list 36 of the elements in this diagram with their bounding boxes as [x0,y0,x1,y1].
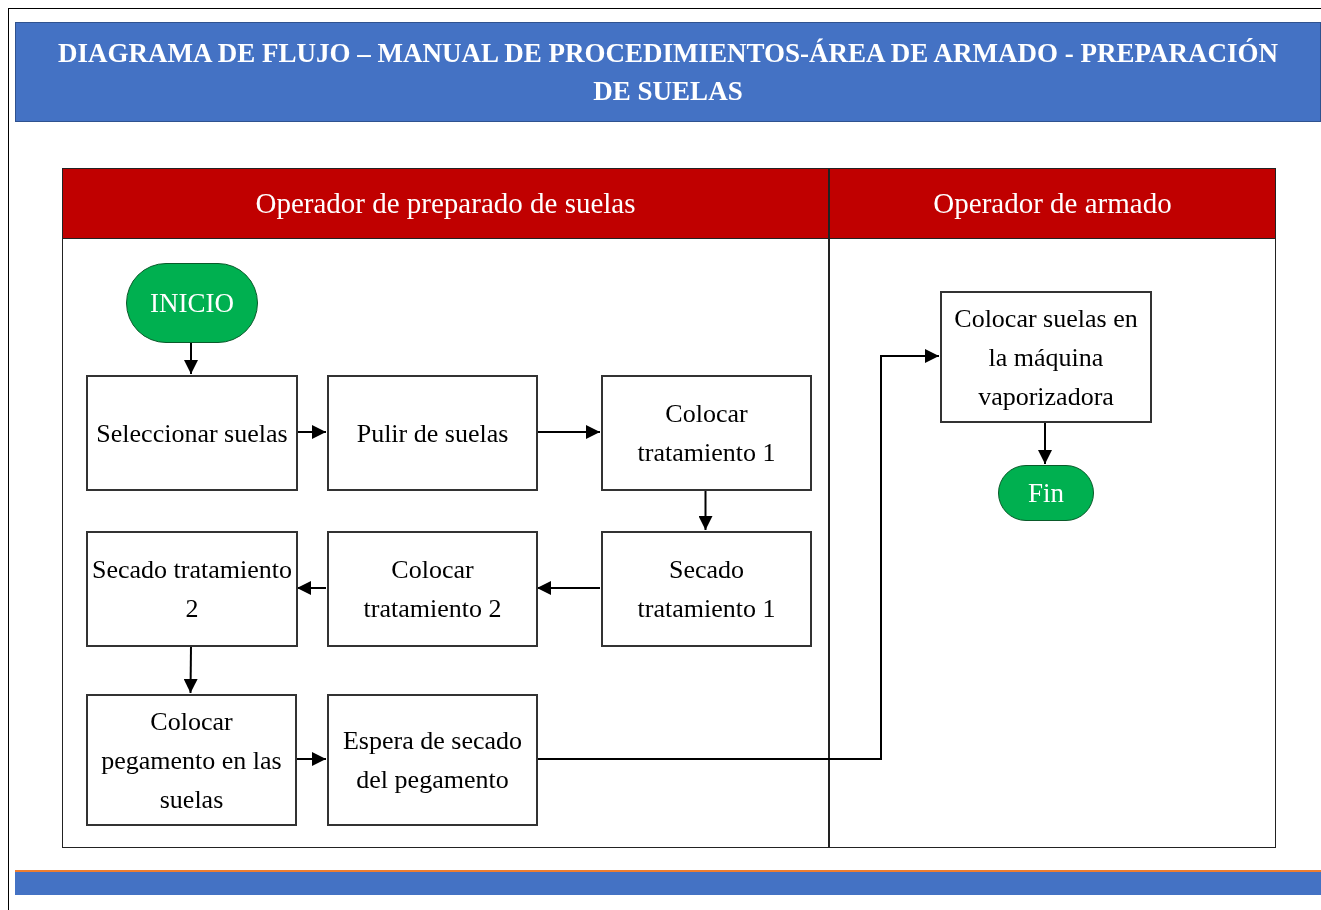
node-text: Colocar pegamento en las suelas [100,705,283,816]
process-box [601,375,812,491]
arrow [295,752,327,766]
arrow [1038,421,1052,465]
process-box [940,291,1152,423]
node-text: Colocar tratamiento 2 [362,554,503,625]
swimlane [62,168,829,848]
process-box [327,531,538,647]
arrow [183,645,198,694]
terminal-pill [998,465,1094,521]
node-text: INICIO [150,286,234,320]
node-text: Espera de secado del pegamento [342,725,523,796]
swimlane [829,168,1276,848]
process-box [327,375,538,491]
node-text: Colocar suelas en la máquina vaporizadora [953,302,1139,413]
node-text: Secado tratamiento 2 [92,554,292,625]
node-text: Seleccionar suelas [96,417,288,450]
node-text: Colocar tratamiento 1 [636,398,777,469]
process-box [86,694,297,826]
node-text: Fin [1028,476,1064,510]
arrow [536,425,601,439]
process-box [86,375,298,491]
arrow [698,489,713,531]
arrow [296,425,327,439]
arrow [536,349,940,760]
node-text: Secado tratamiento 1 [636,554,777,625]
process-box [86,531,298,647]
arrow [184,341,198,375]
node-text: Pulir de suelas [356,417,509,450]
arrow [296,581,327,595]
title: DIAGRAMA DE FLUJO – MANUAL DE PROCEDIMIENTOS-ÁREA DE ARMADO - PREPARACIÓN DE SUELAS [56,37,1279,108]
lane-header: Operador de armado [830,169,1275,239]
process-box [601,531,812,647]
lane-header: Operador de preparado de suelas [63,169,828,239]
arrow [536,581,601,595]
process-box [327,694,538,826]
